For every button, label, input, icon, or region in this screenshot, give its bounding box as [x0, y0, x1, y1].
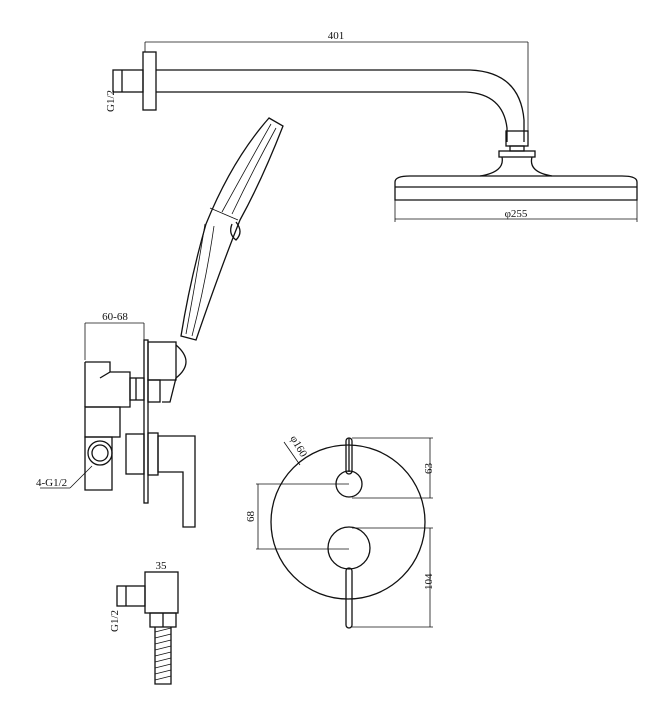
elbow-width-label: 35 [156, 560, 168, 572]
arm-pipe-outer [156, 69, 525, 142]
upper-dimension-label: 63 [423, 463, 435, 475]
lower-dimension-label: 104 [423, 573, 435, 590]
trim-plate: 63 104 68 φ160 [245, 434, 435, 629]
shower-head: φ255 [394, 130, 638, 222]
arm-thread-nipple [112, 69, 144, 93]
plate-diameter-label: φ160 [287, 434, 309, 460]
center-dimension-label: 68 [245, 511, 257, 523]
arm-length-label: 401 [328, 30, 345, 42]
elbow-thread-label: G1/2 [109, 610, 121, 632]
mixer-lever-side [157, 435, 196, 528]
shower-arm: 401 G1/2 [105, 30, 529, 142]
hand-shower [180, 117, 284, 341]
wall-plate-side [143, 339, 149, 504]
wall-flange [142, 51, 157, 111]
arm-thread-label: G1/2 [105, 90, 117, 112]
mixer-body: 60-68 4-G1/2 [36, 311, 196, 528]
head-diameter-label: φ255 [505, 208, 528, 220]
mixer-depth-label: 60-68 [102, 311, 128, 323]
wall-elbow: 35 G1/2 [109, 560, 179, 685]
mixer-outlets-label: 4-G1/2 [36, 477, 67, 489]
arm-pipe-inner [156, 91, 508, 142]
